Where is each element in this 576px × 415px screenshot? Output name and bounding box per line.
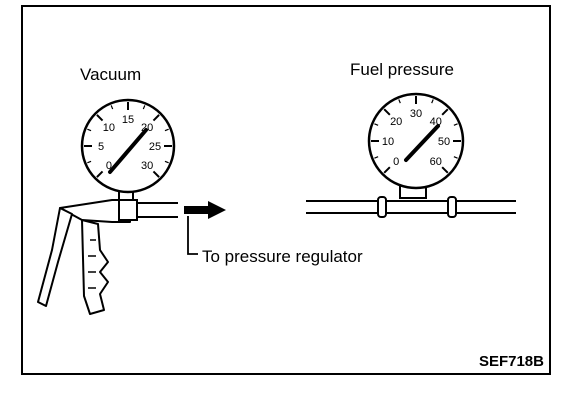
vacuum-gauge-tick: [152, 170, 160, 178]
fuel-gauge-tick: [383, 108, 391, 116]
fuel-gauge-tick: [453, 123, 458, 126]
fuel-gauge-scale-label: 30: [410, 108, 422, 120]
hand-vacuum-pump: [37, 199, 131, 315]
vacuum-gauge-needle: [108, 128, 148, 174]
arrow-to-regulator: [184, 201, 226, 255]
fuel-gauge-scale-label: 0: [393, 156, 399, 168]
vacuum-gauge-tick: [96, 170, 104, 178]
fuel-gauge-tick: [453, 156, 458, 159]
vacuum-gauge-tick: [142, 105, 146, 110]
fuel-gauge-scale-label: 10: [382, 136, 394, 148]
vacuum-gauge-tick: [110, 105, 114, 110]
to-regulator-label: To pressure regulator: [202, 247, 363, 266]
fuel-line-clamps: [377, 196, 457, 218]
vacuum-gauge-scale-label: 0: [106, 160, 112, 172]
vacuum-gauge-scale-label: 15: [122, 114, 134, 126]
figure-code: SEF718B: [479, 353, 544, 370]
vacuum-gauge-tick: [152, 114, 160, 122]
fuel-gauge-tick: [383, 166, 391, 174]
fuel-pressure-label: Fuel pressure: [350, 60, 454, 79]
vacuum-gauge-tick: [87, 128, 92, 132]
fuel-gauge-tick: [431, 99, 434, 104]
fuel-gauge-scale-label: 60: [430, 156, 442, 168]
vacuum-gauge-tick: [164, 160, 169, 164]
vacuum-gauge-tick: [96, 114, 104, 122]
vacuum-gauge-fitting: [118, 189, 138, 221]
fuel-gauge-tick: [441, 108, 449, 116]
vacuum-gauge-scale-label: 5: [98, 141, 104, 153]
fuel-gauge-scale-label: 20: [390, 116, 402, 128]
vacuum-gauge-face: [80, 98, 176, 194]
fuel-gauge-tick: [441, 166, 449, 174]
fuel-line: [306, 200, 516, 214]
fuel-gauge-needle: [404, 124, 440, 162]
vacuum-gauge-tick: [164, 128, 169, 132]
fuel-gauge-scale-label: 50: [438, 136, 450, 148]
vacuum-gauge-tick: [87, 160, 92, 164]
vacuum-gauge-scale-label: 30: [141, 160, 153, 172]
figure-frame: [21, 5, 551, 375]
vacuum-gauge-scale-label: 25: [149, 141, 161, 153]
fuel-gauge-tick: [398, 99, 401, 104]
fuel-gauge-face: [367, 92, 465, 190]
vacuum-gauge-scale-label: 10: [103, 122, 115, 134]
fuel-gauge-tick: [374, 123, 379, 126]
fuel-gauge-tick: [374, 156, 379, 159]
vacuum-label: Vacuum: [80, 65, 141, 84]
